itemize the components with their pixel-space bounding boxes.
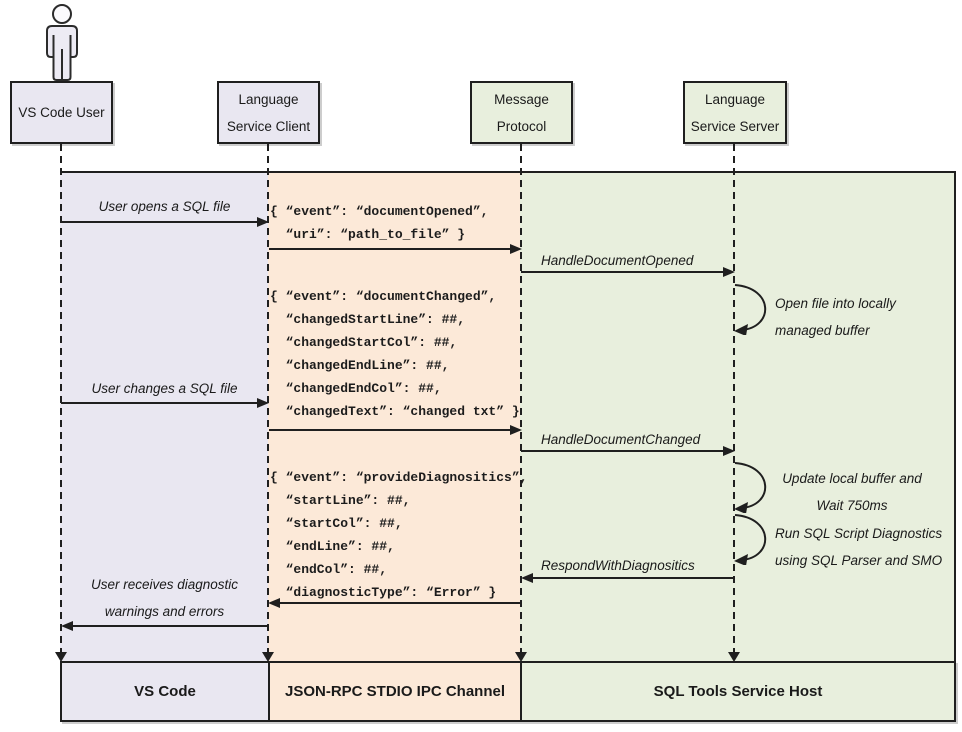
label-user-changes: User changes a SQL file bbox=[91, 381, 238, 396]
label-respond-with-diagnositics: RespondWithDiagnositics bbox=[541, 558, 695, 573]
lifeline-end-arrow-icon bbox=[728, 652, 740, 662]
lifeline-protocol bbox=[520, 144, 522, 652]
payload-provide-diagnositics: { “event”: “provideDiagnositics”, “start… bbox=[270, 470, 528, 600]
self-loop-arrow-open-file bbox=[734, 284, 767, 335]
payload-document-opened: { “event”: “documentOpened”, “uri”: “pat… bbox=[270, 204, 489, 242]
actor-label: Language Service Server bbox=[690, 91, 780, 134]
annotation-open-file: Open file into locally managed buffer bbox=[775, 296, 896, 338]
actor-box-language-service-client: Language Service Client bbox=[217, 81, 320, 144]
self-loop-arrow-update-buffer bbox=[734, 462, 767, 513]
footer-label: VS Code bbox=[134, 683, 196, 700]
actor-box-vscode-user: VS Code User bbox=[10, 81, 113, 144]
lane-ipc-channel bbox=[268, 173, 520, 661]
label-handle-document-changed: HandleDocumentChanged bbox=[541, 432, 701, 447]
lifeline-end-arrow-icon bbox=[262, 652, 274, 662]
person-icon bbox=[46, 4, 78, 81]
annotation-run-diagnostics: Run SQL Script Diagnostics using SQL Par… bbox=[775, 526, 943, 568]
lifeline-end-arrow-icon bbox=[55, 652, 67, 662]
lane-vscode bbox=[60, 173, 268, 661]
arrow-handle-document-changed bbox=[521, 446, 735, 456]
actor-label: Message Protocol bbox=[494, 91, 549, 134]
payload-document-changed: { “event”: “documentChanged”, “changedSt… bbox=[270, 289, 520, 419]
arrow-user-changes bbox=[61, 398, 269, 408]
lane-right-border bbox=[954, 171, 956, 663]
label-handle-document-opened: HandleDocumentOpened bbox=[541, 253, 694, 268]
lane-sql-tools-host bbox=[520, 173, 954, 661]
lane-top-border bbox=[60, 171, 956, 173]
footer-box-ipc-channel: JSON-RPC STDIO IPC Channel bbox=[268, 661, 522, 722]
actor-label: Language Service Client bbox=[226, 91, 311, 134]
self-loop-arrow-run-diagnostics bbox=[734, 514, 767, 565]
lifeline-server bbox=[733, 144, 735, 652]
arrow-user-opens bbox=[61, 217, 269, 227]
actor-box-language-service-server: Language Service Server bbox=[683, 81, 787, 144]
arrow-respond-with-diagnositics bbox=[521, 573, 734, 583]
label-user-opens: User opens a SQL file bbox=[98, 199, 231, 214]
footer-box-vscode: VS Code bbox=[60, 661, 270, 722]
arrow-user-receives bbox=[61, 621, 268, 631]
arrow-provide-diagnositics bbox=[268, 598, 521, 608]
arrow-document-opened bbox=[269, 244, 522, 254]
arrow-handle-document-opened bbox=[521, 267, 735, 277]
label-user-receives: User receives diagnostic warnings and er… bbox=[90, 577, 239, 619]
actor-label: VS Code User bbox=[18, 105, 105, 120]
footer-box-sql-tools-host: SQL Tools Service Host bbox=[520, 661, 956, 722]
footer-label: SQL Tools Service Host bbox=[653, 683, 823, 700]
lifeline-end-arrow-icon bbox=[515, 652, 527, 662]
actor-box-message-protocol: Message Protocol bbox=[470, 81, 573, 144]
arrow-document-changed bbox=[269, 425, 522, 435]
footer-label: JSON-RPC STDIO IPC Channel bbox=[284, 683, 506, 700]
lifeline-user bbox=[60, 144, 62, 652]
annotation-update-buffer: Update local buffer and Wait 750ms bbox=[782, 471, 922, 513]
